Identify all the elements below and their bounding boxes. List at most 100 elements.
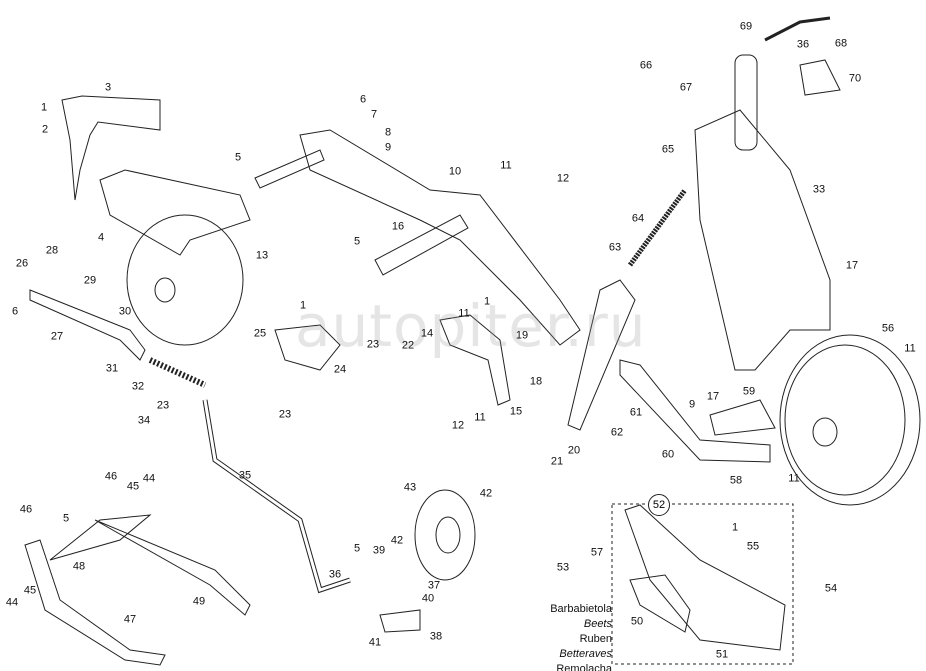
part-callout: 43 bbox=[403, 481, 417, 494]
part-callout: 57 bbox=[590, 546, 604, 559]
part-callout: 17 bbox=[845, 259, 859, 272]
scraper-59 bbox=[709, 399, 776, 436]
part-callout: 28 bbox=[45, 244, 59, 257]
part-callout: 11 bbox=[474, 411, 486, 424]
part-callout: 22 bbox=[401, 339, 415, 352]
part-callout: 34 bbox=[137, 414, 151, 427]
part-callout: 23 bbox=[366, 338, 380, 351]
part-callout: 69 bbox=[739, 20, 753, 33]
part-callout: 15 bbox=[509, 405, 523, 418]
part-callout: 31 bbox=[105, 362, 119, 375]
part-callout: 62 bbox=[610, 426, 624, 439]
rod-35 bbox=[202, 399, 351, 594]
part-callout: 10 bbox=[448, 165, 462, 178]
part-callout: 29 bbox=[83, 274, 97, 287]
part-callout: 38 bbox=[429, 630, 443, 643]
legend-item: Beets bbox=[583, 618, 612, 630]
point-50 bbox=[629, 574, 691, 633]
part-callout: 45 bbox=[23, 584, 37, 597]
part-callout: 32 bbox=[131, 380, 145, 393]
part-callout: 8 bbox=[384, 126, 392, 139]
part-callout: 14 bbox=[420, 327, 434, 340]
part-callout: 5 bbox=[62, 512, 70, 525]
part-callout: 36 bbox=[796, 38, 810, 51]
part-callout: 39 bbox=[372, 544, 386, 557]
part-callout: 2 bbox=[41, 123, 49, 136]
part-callout: 53 bbox=[556, 561, 570, 574]
part-callout: 55 bbox=[746, 540, 760, 553]
wheel-13 bbox=[126, 214, 244, 346]
arm-60 bbox=[619, 359, 771, 463]
part-callout: 42 bbox=[390, 534, 404, 547]
clip-70 bbox=[799, 59, 841, 96]
part-callout: 1 bbox=[731, 521, 739, 534]
part-callout: 33 bbox=[812, 183, 826, 196]
part-callout: 12 bbox=[451, 419, 465, 432]
part-callout: 17 bbox=[706, 390, 720, 403]
part-callout: 1 bbox=[299, 299, 307, 312]
part-callout: 6 bbox=[359, 93, 367, 106]
part-callout: 67 bbox=[679, 81, 693, 94]
part-callout: 50 bbox=[630, 615, 644, 628]
lever-15 bbox=[439, 314, 511, 406]
part-callout: 24 bbox=[333, 363, 347, 376]
part-callout: 13 bbox=[255, 249, 269, 262]
part-callout: 19 bbox=[515, 329, 529, 342]
part-callout: 40 bbox=[421, 592, 435, 605]
part-callout: 51 bbox=[715, 648, 729, 661]
part-callout: 23 bbox=[156, 399, 170, 412]
part-callout: 18 bbox=[529, 375, 543, 388]
part-callout: 23 bbox=[278, 408, 292, 421]
part-callout: 30 bbox=[118, 305, 132, 318]
part-callout: 12 bbox=[556, 172, 570, 185]
legend-item: Remolacha bbox=[556, 663, 612, 671]
part-callout: 4 bbox=[97, 231, 105, 244]
part-callout: 11 bbox=[458, 307, 470, 320]
part-callout: 5 bbox=[234, 151, 242, 164]
bracket-part bbox=[99, 169, 251, 256]
part-callout: 70 bbox=[848, 72, 862, 85]
part-callout: 5 bbox=[353, 542, 361, 555]
watermark: autopiter.ru bbox=[295, 292, 647, 360]
wheel-43 bbox=[414, 489, 476, 581]
spring-32 bbox=[148, 357, 207, 388]
part-callout: 56 bbox=[881, 322, 895, 335]
part-callout: 66 bbox=[639, 59, 653, 72]
part-callout: 25 bbox=[253, 327, 267, 340]
part-callout: 60 bbox=[661, 448, 675, 461]
shaft-16 bbox=[374, 214, 469, 276]
legend-item: Ruben bbox=[579, 633, 612, 645]
lever-48 bbox=[49, 514, 152, 561]
housing-24 bbox=[274, 324, 341, 371]
frame-33 bbox=[694, 109, 831, 371]
part-callout: 36 bbox=[328, 568, 342, 581]
legend-item: Betteraves bbox=[559, 648, 612, 660]
part-callout: 41 bbox=[368, 636, 382, 649]
part-callout: 11 bbox=[500, 159, 512, 172]
part-callout: 11 bbox=[788, 472, 800, 485]
kit-callout: 52 bbox=[648, 494, 670, 516]
part-callout: 46 bbox=[104, 470, 118, 483]
screw-64 bbox=[627, 188, 688, 267]
part-callout: 44 bbox=[5, 596, 19, 609]
part-callout: 48 bbox=[72, 560, 86, 573]
part-callout: 5 bbox=[353, 235, 361, 248]
part-callout: 21 bbox=[550, 455, 564, 468]
part-callout: 58 bbox=[729, 474, 743, 487]
part-callout: 68 bbox=[834, 37, 848, 50]
part-callout: 42 bbox=[479, 487, 493, 500]
part-callout: 65 bbox=[661, 143, 675, 156]
part-callout: 20 bbox=[567, 444, 581, 457]
share-52 bbox=[624, 504, 786, 651]
part-callout: 49 bbox=[192, 595, 206, 608]
kit-box bbox=[611, 503, 794, 665]
part-callout: 59 bbox=[742, 385, 756, 398]
blade-part bbox=[61, 95, 161, 201]
part-callout: 26 bbox=[15, 257, 29, 270]
part-callout: 61 bbox=[629, 406, 643, 419]
part-callout: 6 bbox=[11, 305, 19, 318]
part-callout: 16 bbox=[391, 220, 405, 233]
tube bbox=[734, 54, 758, 151]
part-callout: 64 bbox=[631, 212, 645, 225]
